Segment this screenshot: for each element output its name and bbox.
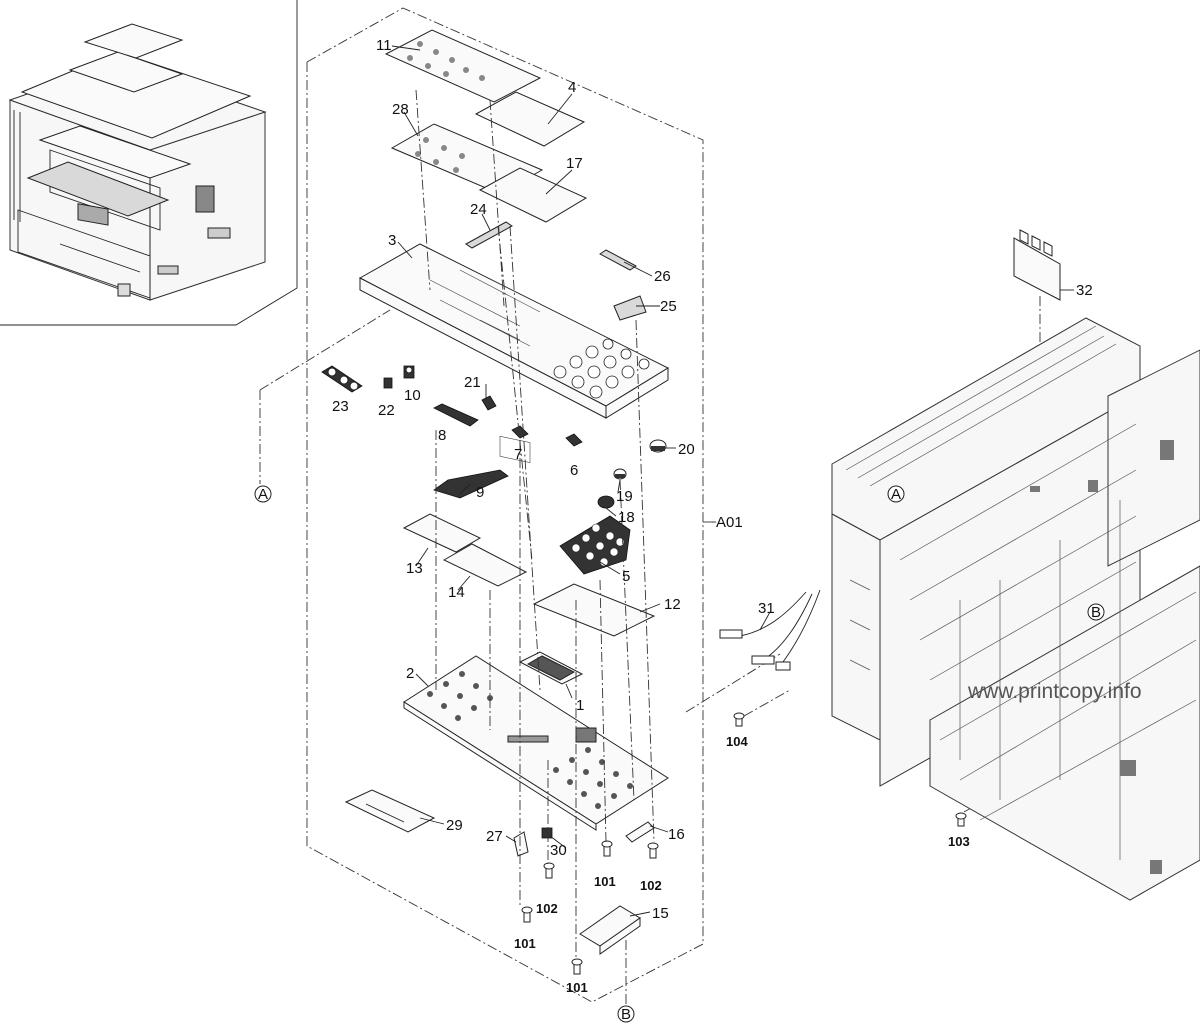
callout-23: 23 [332,398,349,415]
callout-2: 2 [406,665,414,682]
part-27-bracket [513,831,529,857]
screws [521,712,967,975]
callout-28: 28 [392,101,409,118]
callout-31: 31 [758,600,775,617]
callout-4: 4 [568,79,576,96]
main-chassis-frame [831,317,1200,901]
callout-10: 10 [404,387,421,404]
part-16-bracket [625,821,655,843]
part-4-film [474,91,586,147]
alignment-lines [259,89,1097,1010]
ref-marker-b-right: B [1087,603,1105,621]
part-14-sheet [442,543,528,587]
part-20-knob [649,439,667,453]
screw-101-c: 101 [566,980,588,995]
callout-7: 7 [514,446,522,463]
part-32-shield [1013,229,1061,301]
part-19-knob [613,468,627,480]
callout-20: 20 [678,441,695,458]
callout-32: 32 [1076,282,1093,299]
callout-9: 9 [476,484,484,501]
ref-marker-a-right: A [887,485,905,503]
callout-13: 13 [406,560,423,577]
screw-104: 104 [726,734,748,749]
callout-24: 24 [470,201,487,218]
part-1-lcd [518,651,584,685]
callout-29: 29 [446,817,463,834]
callout-1: 1 [576,697,584,714]
part-5-keypad [559,515,631,575]
callout-5: 5 [622,568,630,585]
callout-27: 27 [486,828,503,845]
part-7-clip [511,425,529,439]
part-22-clip [383,377,393,389]
part-6-clip [565,433,583,447]
part-12-sheet [532,583,656,637]
part-25-cover [613,295,647,321]
callout-19: 19 [616,488,633,505]
part-23-springs [321,365,363,393]
ref-marker-b-bottom: B [617,1005,635,1023]
callout-14: 14 [448,584,465,601]
screw-102-a: 102 [640,878,662,893]
part-29-label [344,789,436,833]
part-8-bracket [433,403,479,427]
part-10-switch [403,365,415,379]
screw-103: 103 [948,834,970,849]
callout-6: 6 [570,462,578,479]
callout-a01: A01 [716,514,743,531]
screw-102-b: 102 [536,901,558,916]
callout-30: 30 [550,842,567,859]
svg-text:A: A [891,486,901,503]
part-15-cover [579,905,641,955]
assembly-boundary [306,7,704,1003]
part-24-strip [465,221,513,249]
part-3-panel-frame [358,243,670,464]
callout-26: 26 [654,268,671,285]
callout-21: 21 [464,374,481,391]
copier-overview-inset [0,0,298,326]
part-30-connector [541,827,553,839]
part-31-harness [719,589,821,671]
callout-15: 15 [652,905,669,922]
part-21-clip [481,395,497,411]
leader-lines [391,45,1074,917]
part-18-disc [597,495,615,509]
callout-3: 3 [388,232,396,249]
callout-11: 11 [376,37,392,54]
part-11-sheet [384,29,542,103]
callout-8: 8 [438,427,446,444]
part-26-strip [599,249,637,271]
svg-text:B: B [1091,604,1101,621]
screw-101-a: 101 [594,874,616,889]
callout-22: 22 [378,402,395,419]
part-13-sheet [402,513,482,553]
callout-18: 18 [618,509,635,526]
svg-text:A: A [258,486,268,503]
part-9-holder [433,469,509,499]
svg-text:B: B [621,1006,631,1023]
callout-16: 16 [668,826,685,843]
callout-17: 17 [566,155,583,172]
screw-101-b: 101 [514,936,536,951]
callout-12: 12 [664,596,681,613]
ref-marker-a-left: A [254,485,272,503]
callout-labels: 11 4 28 17 24 3 26 25 32 21 23 22 10 8 7… [332,37,1093,995]
watermark-text: www.printcopy.info [967,680,1142,703]
callout-25: 25 [660,298,677,315]
part-17-film [478,167,588,223]
